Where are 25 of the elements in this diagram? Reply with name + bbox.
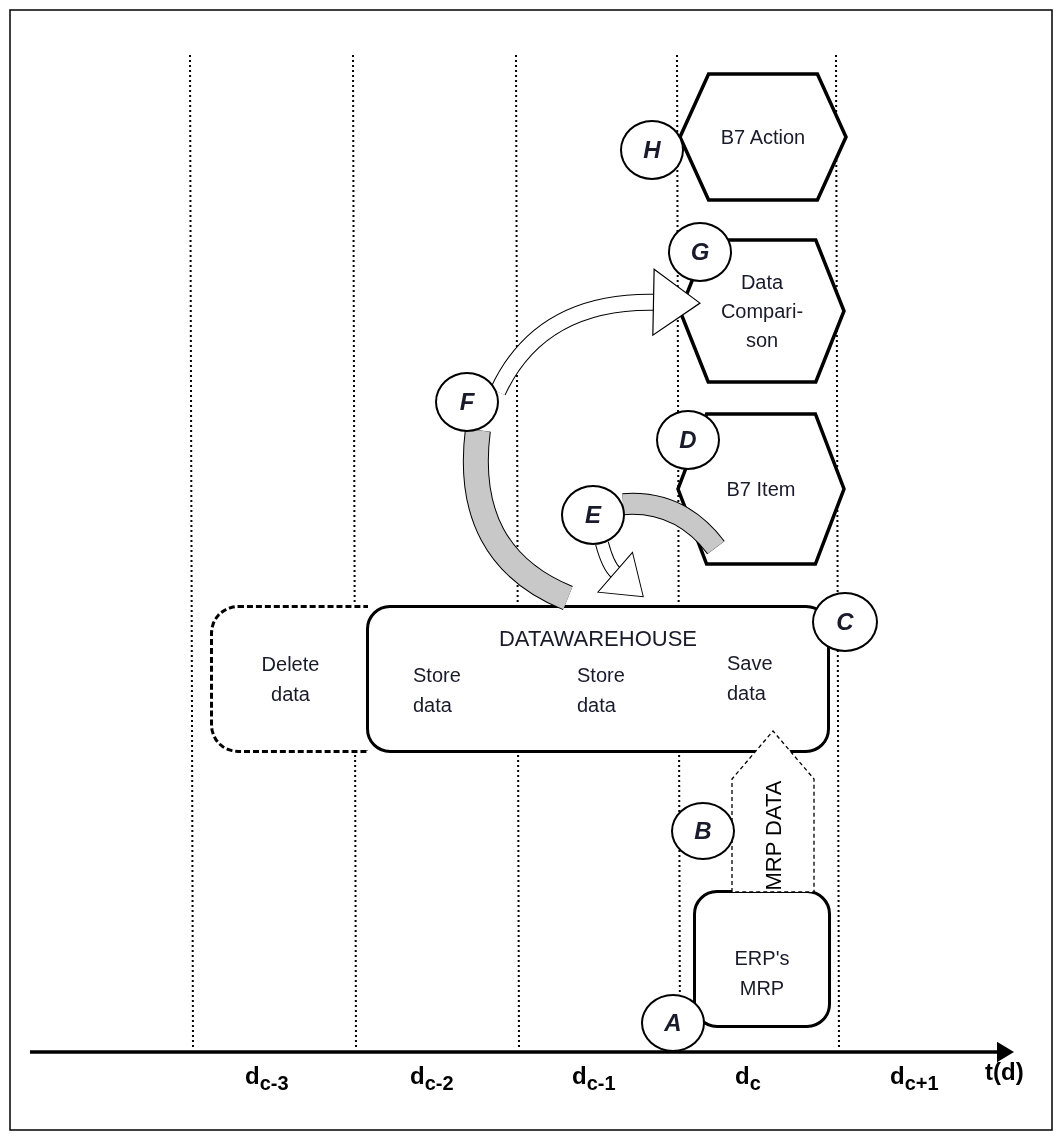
- box-title: DATAWAREHOUSE: [498, 625, 698, 653]
- axis-label: d$_{c-1}$: [572, 1062, 616, 1095]
- node-label: B7 Action: [719, 124, 807, 150]
- axis-label: t(d): [985, 1058, 1024, 1086]
- label-circle: B: [671, 802, 735, 860]
- axis-label: d$_{c+1}$: [890, 1062, 939, 1095]
- dashed-box: [210, 605, 368, 753]
- label-circle: G: [668, 222, 732, 282]
- node-label: Store data: [413, 663, 462, 718]
- label-circle: E: [561, 485, 625, 545]
- axis-label: d$_{c-3}$: [245, 1062, 289, 1095]
- node-label: ERP's MRP: [733, 946, 791, 1001]
- node-label: Delete data: [260, 652, 321, 707]
- label-circle: D: [656, 410, 720, 470]
- node-label: B7 Item: [725, 476, 797, 502]
- label-circle: A: [641, 994, 705, 1052]
- label-circle: F: [435, 372, 499, 432]
- axis-label: d$_{c-2}$: [410, 1062, 454, 1095]
- node-label: Save data: [727, 651, 774, 706]
- process-box: [693, 890, 831, 1028]
- node-label: Store data: [577, 663, 626, 718]
- edge-label: MRP DATA: [760, 780, 786, 891]
- axis-label: d$_{c}$: [735, 1062, 761, 1095]
- label-circle: H: [620, 120, 684, 180]
- label-circle: C: [812, 592, 878, 652]
